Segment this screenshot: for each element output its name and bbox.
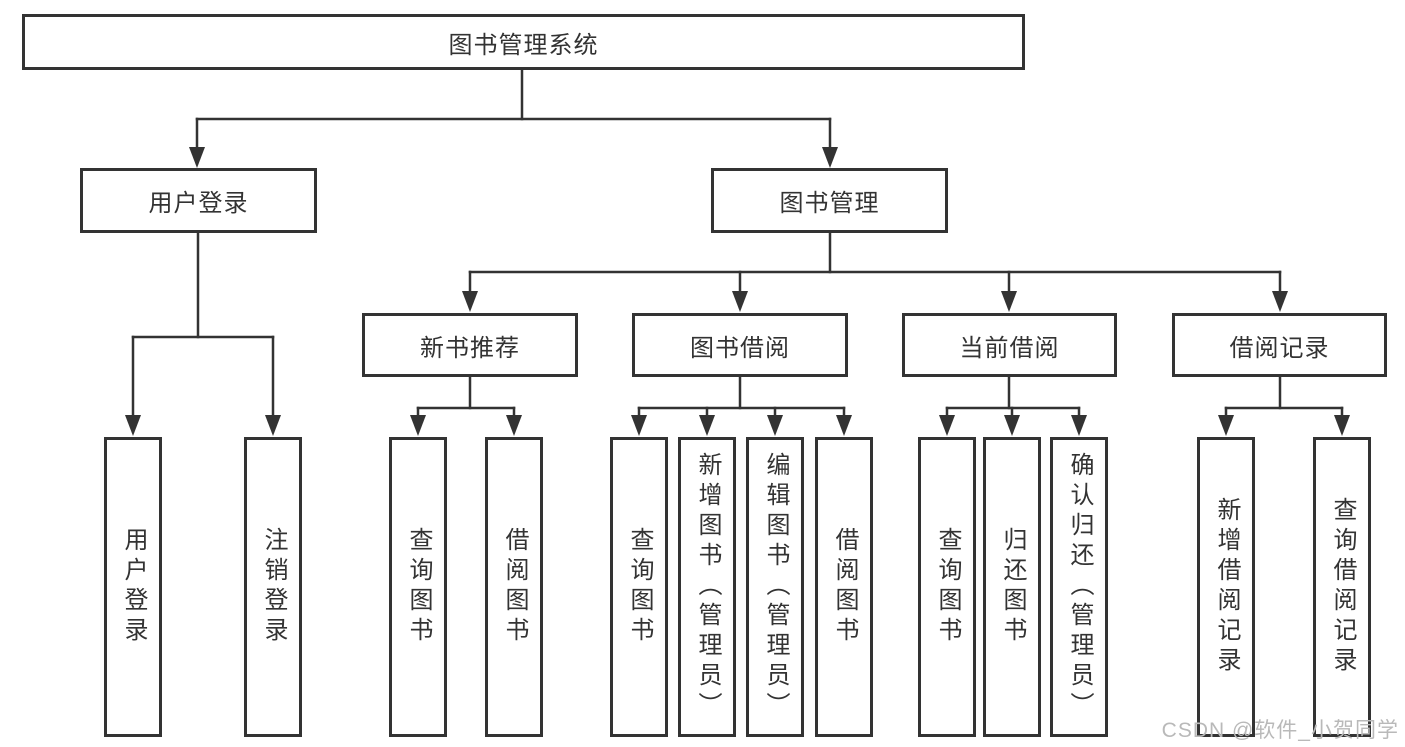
connector-book-borrow-children [637,375,846,420]
leaf-user-login: 用户登录 [104,437,162,737]
node-label: 新书推荐 [420,334,520,362]
node-label: 借阅记录 [1229,334,1330,362]
node-label: 确认归还（管理员） [1066,452,1093,722]
leaf-return-book: 归还图书 [983,437,1041,737]
node-label: 用户登录 [120,527,147,647]
arrowheads [125,147,1350,436]
node-new-book-recommend: 新书推荐 [362,313,578,377]
csdn-watermark: CSDN @软件_小贺同学 [1161,719,1399,742]
node-borrow-records: 借阅记录 [1172,313,1387,377]
node-label: 图书管理 [779,190,880,217]
leaf-logout: 注销登录 [244,437,302,737]
connector-root-to-level2 [195,68,832,152]
leaf-query-books-borrow: 查询图书 [610,437,668,737]
connector-current-borrow-children [945,375,1081,420]
leaf-query-books-recommend: 查询图书 [389,437,447,737]
node-label: 用户登录 [148,190,249,217]
leaf-borrow-books: 借阅图书 [815,437,873,737]
leaf-borrow-books-recommend: 借阅图书 [485,437,543,737]
node-label: 编辑图书（管理员） [762,452,789,722]
node-label: 查询借阅记录 [1329,497,1356,677]
connector-user-login-children [131,231,275,420]
leaf-edit-book-admin: 编辑图书（管理员） [746,437,804,737]
node-label: 当前借阅 [959,334,1060,362]
node-label: 借阅图书 [501,527,528,647]
connector-new-book-children [416,375,516,420]
node-book-management: 图书管理 [711,168,948,233]
node-label: 查询图书 [626,527,653,647]
leaf-confirm-return-admin: 确认归还（管理员） [1050,437,1108,737]
node-label: 借阅图书 [831,527,858,647]
leaf-add-borrow-record: 新增借阅记录 [1197,437,1255,737]
node-label: 图书借阅 [690,334,790,362]
connector-borrow-records-children [1224,375,1344,420]
leaf-add-book-admin: 新增图书（管理员） [678,437,736,737]
node-label: 查询图书 [934,527,961,647]
node-label: 查询图书 [405,527,432,647]
node-label: 新增图书（管理员） [694,452,721,722]
node-label: 新增借阅记录 [1213,497,1240,677]
node-label: 注销登录 [260,527,287,647]
node-label: 图书管理系统 [448,31,599,59]
leaf-query-books-current: 查询图书 [918,437,976,737]
node-label: 归还图书 [999,527,1026,647]
node-user-login: 用户登录 [80,168,317,233]
node-current-borrow: 当前借阅 [902,313,1117,377]
node-book-borrow: 图书借阅 [632,313,848,377]
node-root-library-system: 图书管理系统 [22,14,1025,70]
connector-book-management-children [468,231,1282,296]
leaf-query-borrow-record: 查询借阅记录 [1313,437,1371,737]
